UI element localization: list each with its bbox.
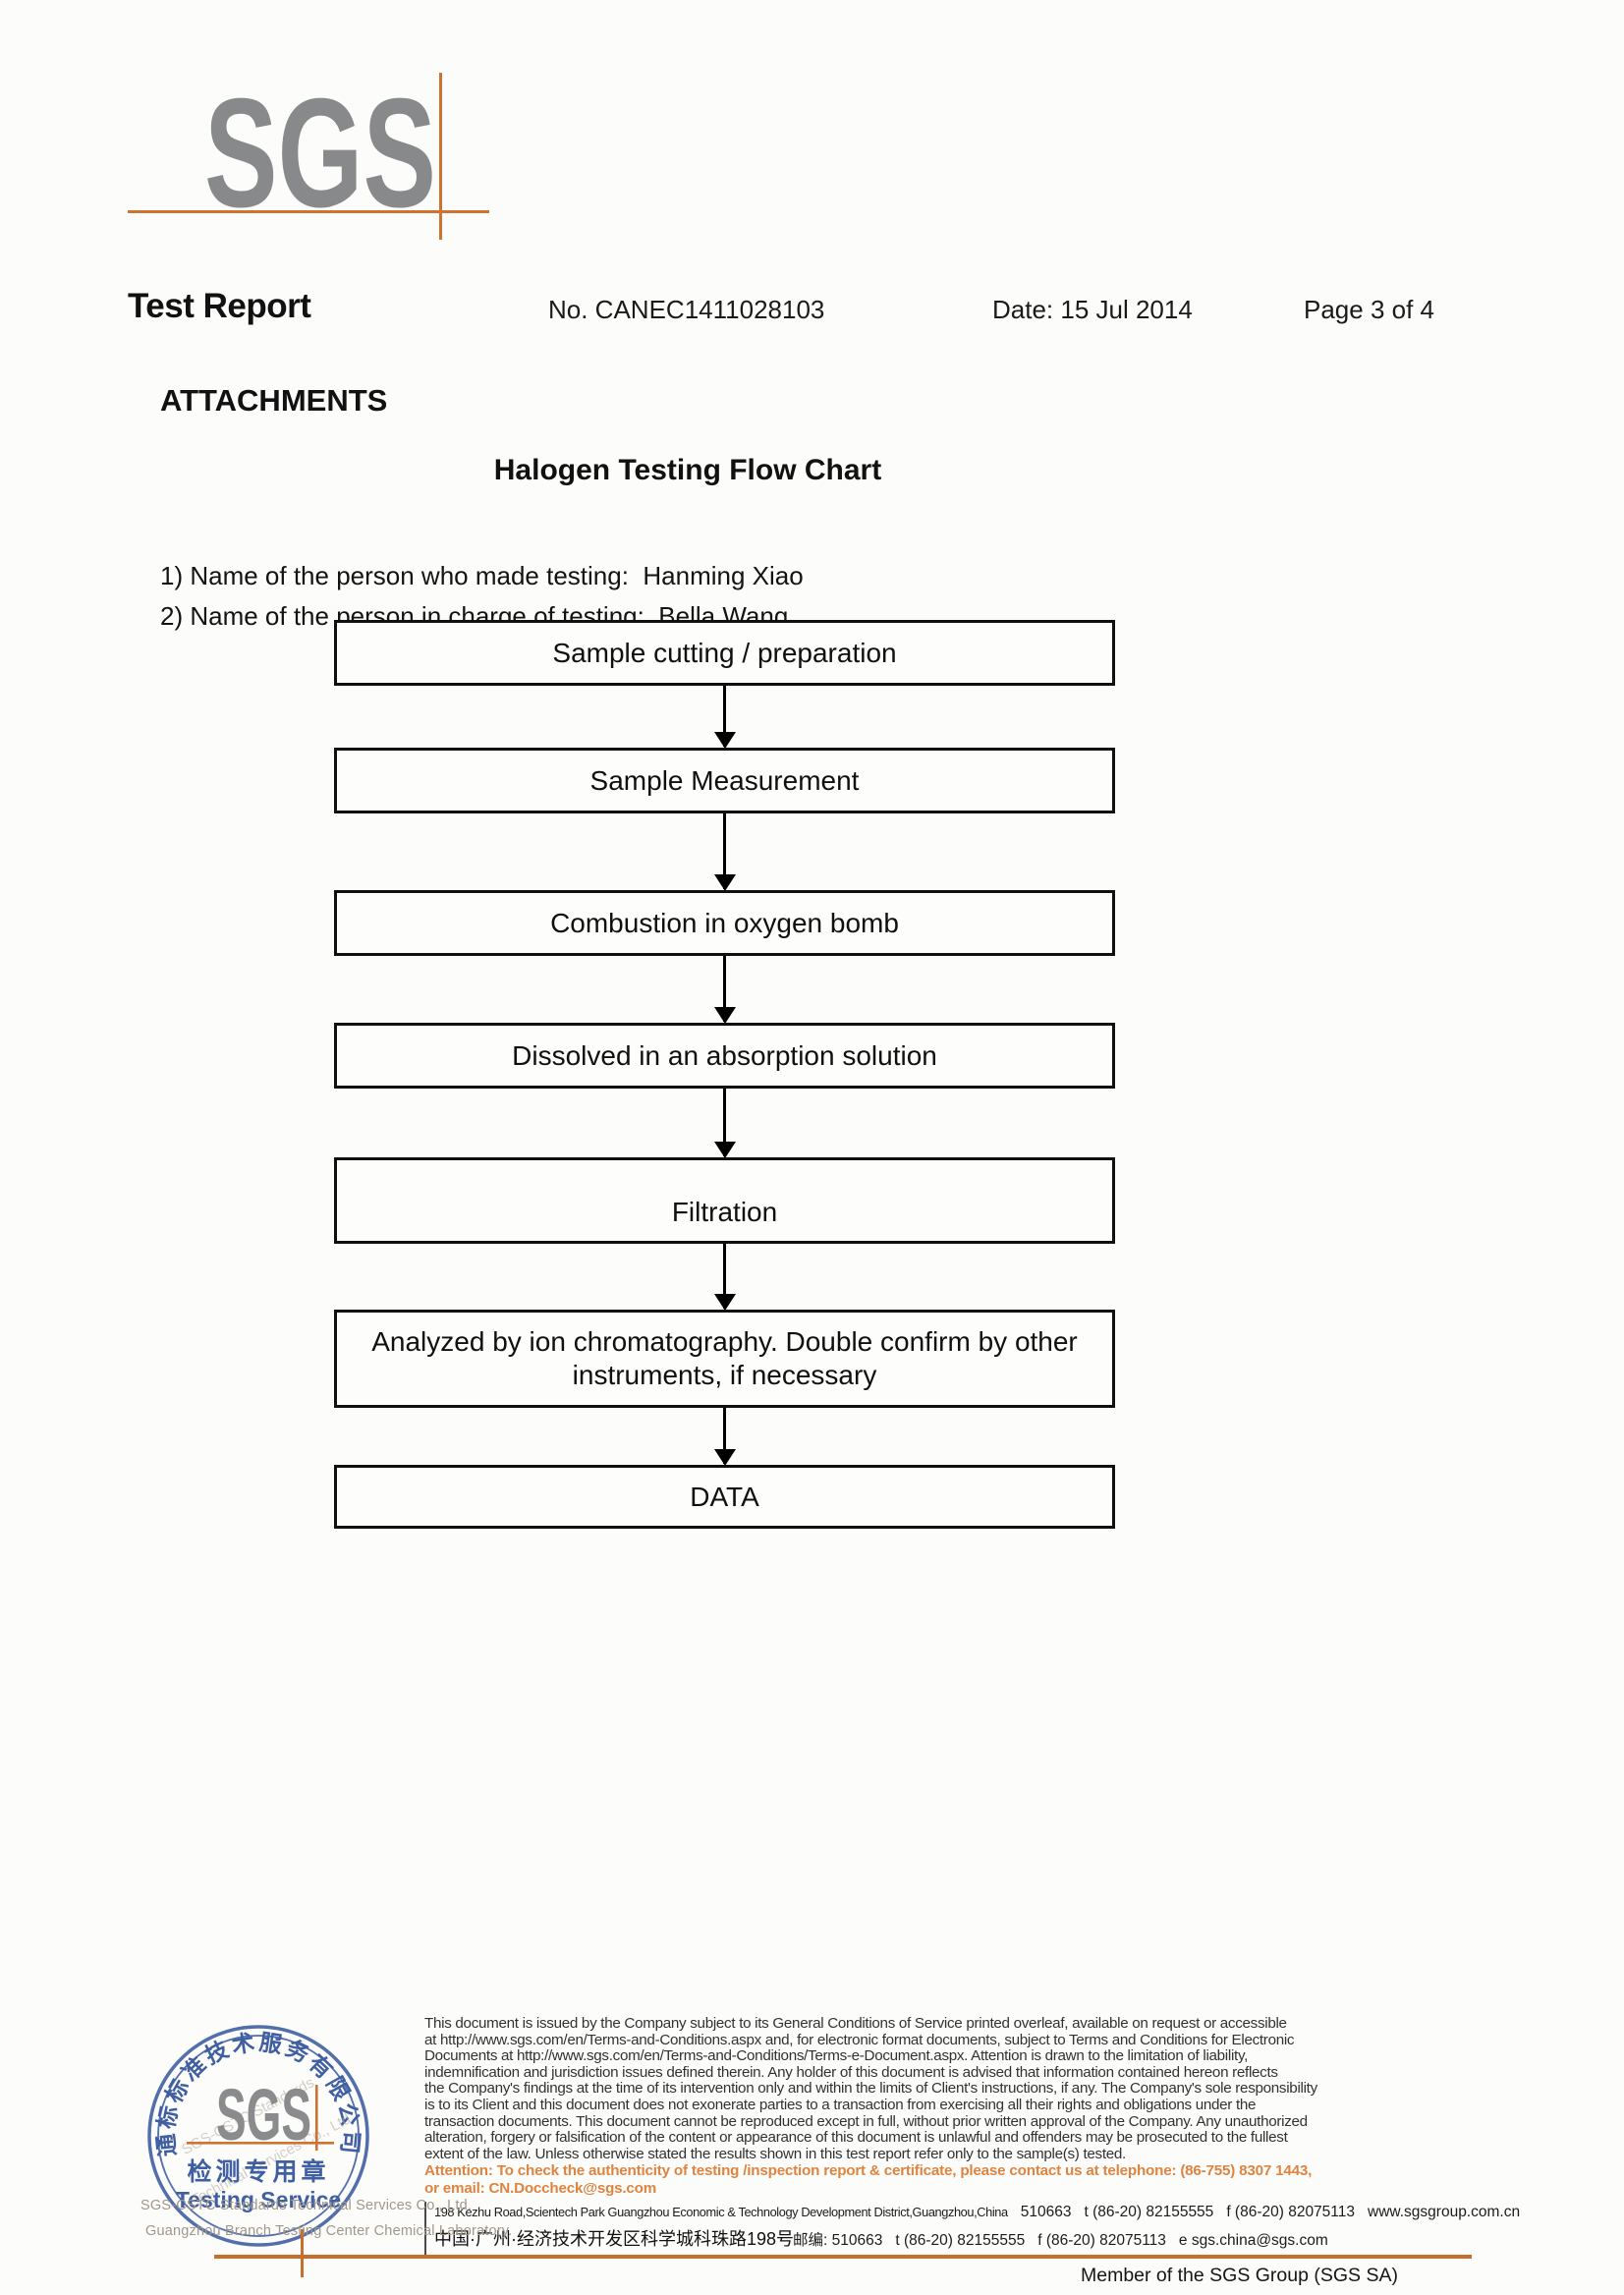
footer-horizontal-line bbox=[214, 2255, 1472, 2259]
company-lab-line: Guangzhou Branch Testing Center Chemical… bbox=[145, 2223, 513, 2239]
address-website: www.sgsgroup.com.cn bbox=[1368, 2204, 1521, 2220]
tester-notes: 1) Name of the person who made testing: … bbox=[160, 556, 804, 637]
flow-step-label: Sample Measurement bbox=[589, 764, 860, 796]
flow-step-label: Sample cutting / preparation bbox=[552, 637, 897, 668]
stamp-logo-horizontal-line bbox=[187, 2142, 334, 2145]
legal-line: transaction documents. This document can… bbox=[424, 2112, 1308, 2130]
flow-chart-title: Halogen Testing Flow Chart bbox=[493, 454, 882, 486]
address-postal-en: 510663 bbox=[1020, 2204, 1072, 2220]
testing-service-stamp: 通标标准技术服务有限公司 SGS-CSTC Standards Technica… bbox=[147, 2025, 369, 2247]
flow-step-filtration: Filtration bbox=[334, 1157, 1115, 1244]
flow-step-dissolved: Dissolved in an absorption solution bbox=[334, 1023, 1115, 1089]
page-indicator: Page 3 of 4 bbox=[1304, 295, 1434, 324]
report-number: No. CANEC1411028103 bbox=[548, 295, 825, 324]
flow-step-label: Combustion in oxygen bomb bbox=[550, 907, 899, 938]
report-date: Date: 15 Jul 2014 bbox=[992, 295, 1193, 324]
address-row-english: 198 Kezhu Road,Scientech Park Guangzhou … bbox=[434, 2204, 1520, 2221]
address-postal-cn: 邮编: 510663 bbox=[793, 2232, 883, 2249]
flow-step-data: DATA bbox=[334, 1465, 1115, 1529]
flow-arrow-down bbox=[723, 813, 726, 889]
legal-line: at http://www.sgs.com/en/Terms-and-Condi… bbox=[424, 2031, 1295, 2048]
flow-arrow-down bbox=[723, 1089, 726, 1156]
address-street-cn: 中国·广州·经济技术开发区科学城科珠路198号 bbox=[434, 2229, 795, 2249]
flow-step-combustion: Combustion in oxygen bomb bbox=[334, 890, 1115, 956]
legal-disclaimer: This document is issued by the Company s… bbox=[424, 2015, 1446, 2197]
legal-line: alteration, forgery or falsification of … bbox=[424, 2129, 1288, 2147]
flow-arrow-down bbox=[723, 956, 726, 1022]
company-name-line: SGS-CSTC Standards Technical Services Co… bbox=[140, 2198, 473, 2213]
address-block: 198 Kezhu Road,Scientech Park Guangzhou … bbox=[424, 2202, 1520, 2255]
address-fax-cn: f (86-20) 82075113 bbox=[1037, 2232, 1166, 2249]
flow-step-label: DATA bbox=[690, 1481, 759, 1512]
attention-line: Attention: To check the authenticity of … bbox=[424, 2162, 1313, 2180]
flow-step-sample-measurement: Sample Measurement bbox=[334, 748, 1115, 813]
report-title: Test Report bbox=[128, 287, 311, 325]
flow-step-sample-cutting: Sample cutting / preparation bbox=[334, 620, 1115, 686]
stamp-testing-service-text: Testing Service bbox=[176, 2187, 341, 2212]
sgs-group-member-line: Member of the SGS Group (SGS SA) bbox=[1081, 2265, 1398, 2286]
flow-step-label: Filtration bbox=[671, 1197, 778, 1227]
flow-step-label: Analyzed by ion chromatography. Double c… bbox=[371, 1326, 1078, 1390]
legal-line: extent of the law. Unless otherwise stat… bbox=[424, 2145, 1126, 2162]
stamp-purpose-text: 检测专用章 bbox=[187, 2157, 329, 2186]
legal-line: is to its Client and this document does … bbox=[424, 2096, 1257, 2113]
logo-vertical-line bbox=[439, 73, 442, 240]
footer-vertical-line bbox=[301, 2229, 304, 2277]
legal-line: Documents at http://www.sgs.com/en/Terms… bbox=[424, 2047, 1249, 2065]
attention-email-line: or email: CN.Doccheck@sgs.com bbox=[424, 2179, 657, 2197]
address-fax-en: f (86-20) 82075113 bbox=[1226, 2204, 1356, 2220]
attachments-heading: ATTACHMENTS bbox=[160, 383, 388, 418]
flow-step-label: Dissolved in an absorption solution bbox=[512, 1039, 937, 1071]
sgs-logo: SGS bbox=[204, 67, 436, 218]
address-tel-en: t (86-20) 82155555 bbox=[1084, 2204, 1214, 2220]
legal-line: This document is issued by the Company s… bbox=[424, 2015, 1287, 2032]
flow-step-analysis: Analyzed by ion chromatography. Double c… bbox=[334, 1310, 1115, 1408]
address-email: e sgs.china@sgs.com bbox=[1178, 2232, 1328, 2249]
logo-horizontal-line bbox=[128, 210, 489, 213]
legal-line: the Company's findings at the time of it… bbox=[424, 2080, 1317, 2098]
note-tester: 1) Name of the person who made testing: … bbox=[160, 561, 804, 590]
address-row-chinese: 中国·广州·经济技术开发区科学城科珠路198号 邮编: 510663 t (86… bbox=[434, 2225, 1476, 2251]
flow-arrow-down bbox=[723, 686, 726, 747]
address-tel-cn: t (86-20) 82155555 bbox=[895, 2232, 1026, 2249]
flow-arrow-down bbox=[723, 1408, 726, 1464]
stamp-logo-vertical-line bbox=[315, 2085, 318, 2151]
address-street-en: 198 Kezhu Road,Scientech Park Guangzhou … bbox=[434, 2205, 1008, 2219]
sgs-logo-text: SGS bbox=[204, 67, 436, 218]
legal-line: indemnification and jurisdiction issues … bbox=[424, 2063, 1278, 2081]
flow-arrow-down bbox=[723, 1244, 726, 1309]
